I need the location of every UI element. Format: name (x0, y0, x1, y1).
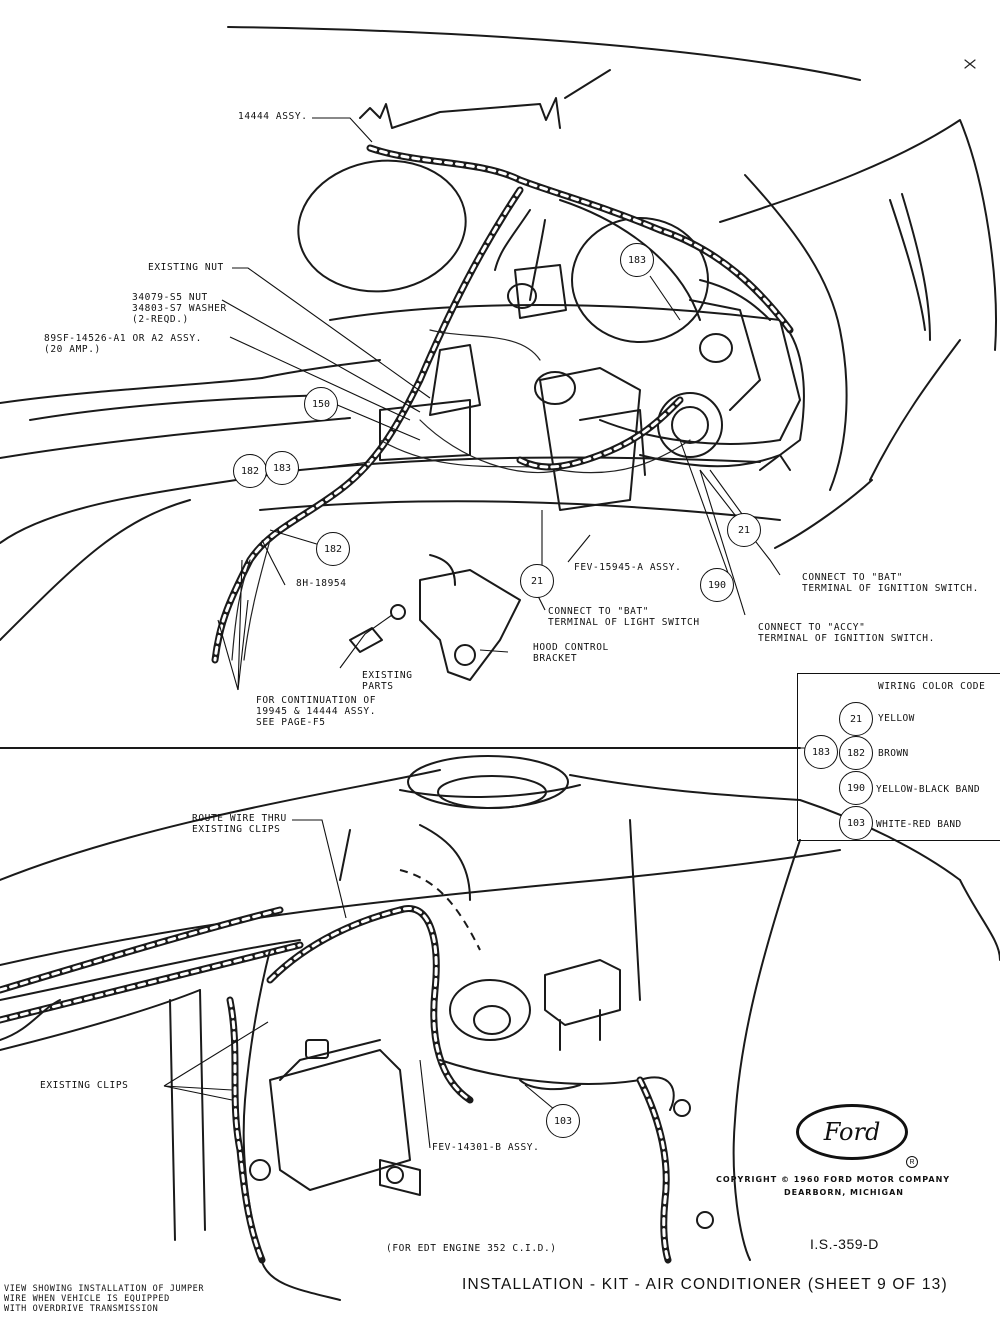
copyright-location: DEARBORN, MICHIGAN (784, 1188, 904, 1197)
label-continuation: FOR CONTINUATION OF 19945 & 14444 ASSY. … (256, 695, 377, 728)
legend-color-yellow: YELLOW (878, 713, 915, 724)
label-hood-control-bracket: HOOD CONTROL BRACKET (533, 642, 609, 664)
callout-183: 183 (265, 451, 299, 485)
callout-21-b: 21 (520, 564, 554, 598)
label-existing-nut: EXISTING NUT (148, 262, 224, 273)
top-view-line-art (0, 27, 996, 680)
bottom-view-line-art (0, 756, 1000, 1300)
callout-21-a: 21 (727, 513, 761, 547)
legend-code-21: 21 (839, 702, 873, 736)
legend-code-190: 190 (839, 771, 873, 805)
label-connect-bat-ignition: CONNECT TO "BAT" TERMINAL OF IGNITION SW… (802, 572, 979, 594)
wiring-color-code-legend (797, 673, 1000, 841)
copyright-notice: COPYRIGHT © 1960 FORD MOTOR COMPANY (716, 1175, 951, 1184)
registered-mark: R (906, 1156, 918, 1168)
label-fev-15945: FEV-15945-A ASSY. (574, 562, 682, 573)
label-8h-18954: 8H-18954 (296, 578, 347, 589)
legend-color-brown: BROWN (878, 748, 909, 759)
label-14444-assy: 14444 ASSY. (238, 111, 308, 122)
legend-color-white-red: WHITE-RED BAND (876, 819, 962, 830)
callout-190: 190 (700, 568, 734, 602)
legend-color-yellow-black: YELLOW-BLACK BAND (876, 784, 981, 795)
label-fev-14301: FEV-14301-B ASSY. (432, 1142, 540, 1153)
label-connect-bat-light: CONNECT TO "BAT" TERMINAL OF LIGHT SWITC… (548, 606, 700, 628)
ford-logo: Ford (796, 1104, 908, 1160)
legend-title: WIRING COLOR CODE (878, 681, 986, 692)
label-existing-parts: EXISTING PARTS (362, 670, 413, 692)
sheet-code: I.S.-359-D (810, 1236, 879, 1252)
label-breaker-assy: 89SF-14526-A1 OR A2 ASSY. (20 AMP.) (44, 333, 202, 355)
callout-182: 182 (233, 454, 267, 488)
label-nut-washer: 34079-S5 NUT 34803-S7 WASHER (2-REQD.) (132, 292, 227, 325)
callout-183-top: 183 (620, 243, 654, 277)
label-route-wire: ROUTE WIRE THRU EXISTING CLIPS (192, 813, 287, 835)
label-view-note: VIEW SHOWING INSTALLATION OF JUMPER WIRE… (4, 1284, 205, 1314)
page-title: INSTALLATION - KIT - AIR CONDITIONER (SH… (462, 1276, 948, 1293)
legend-group-number: 183 (804, 735, 838, 769)
top-view-leaders (218, 118, 780, 690)
label-engine-note: (FOR EDT ENGINE 352 C.I.D.) (386, 1243, 557, 1254)
label-connect-accy-ignition: CONNECT TO "ACCY" TERMINAL OF IGNITION S… (758, 622, 935, 644)
callout-103: 103 (546, 1104, 580, 1138)
callout-182-b: 182 (316, 532, 350, 566)
legend-code-103: 103 (839, 806, 873, 840)
callout-150: 150 (304, 387, 338, 421)
label-existing-clips: EXISTING CLIPS (40, 1080, 129, 1091)
bottom-view-leaders (164, 820, 555, 1148)
legend-code-182: 182 (839, 736, 873, 770)
